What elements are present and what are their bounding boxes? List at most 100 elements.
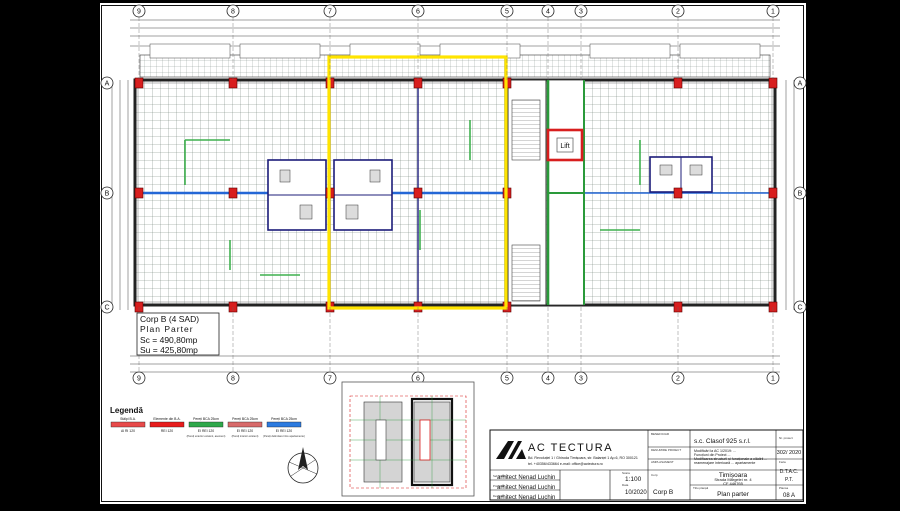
grid-bubble-right-C: C: [793, 300, 807, 314]
column-1: [134, 187, 144, 199]
role-name-0: arhitect Nenad Luchin: [497, 475, 555, 481]
location-street: Strada Mărgelei nr. 4: [714, 477, 752, 482]
beneficiar-label: BENEFICIAR: [651, 432, 670, 436]
project-line-2: Modificarea structurii și funcționale a …: [694, 457, 767, 461]
grid-bubble-top-6-label: 6: [416, 9, 420, 16]
legend-item-label: Pereți BCA 25cm: [232, 417, 258, 421]
legend-swatch: [149, 421, 185, 428]
firm-name: AC TECTURA: [528, 442, 613, 454]
grid-bubble-top-4: 4: [541, 4, 555, 18]
grid-bubble-bottom-6-label: 6: [416, 376, 420, 383]
grid-axis-right: A B C: [793, 76, 807, 314]
grid-bubble-bottom-2-label: 2: [676, 376, 680, 383]
sheet-frame: [101, 5, 804, 502]
corner-tab: [0, 476, 86, 506]
green-partitions: [184, 120, 641, 276]
grid-bubble-left-B-label: B: [105, 191, 110, 198]
corp-tb-value: Corp B: [653, 489, 673, 496]
project-line-0: Modificări la AC 1/2019: ...: [694, 449, 736, 453]
balcony-strip: [139, 43, 771, 78]
column-25: [768, 187, 778, 199]
grid-bubble-bottom-3: 3: [574, 371, 588, 385]
corp-subtitle: Plan Parter: [140, 324, 194, 334]
legend-item-note: (Pereți interior existent): [232, 434, 259, 438]
title-block: AC TECTURA Bd. Revoluției 1 / Ghiroda Ti…: [489, 429, 804, 501]
grid-bubble-top-3-label: 3: [579, 9, 583, 16]
project-line-1: Funcțiuni din Proiect ...: [694, 453, 731, 457]
legend-item-3: Pereți BCA 25cm EI REI 120(Pereți interio…: [227, 417, 263, 438]
grid-bubble-top-8: 8: [226, 4, 240, 18]
grid-bubble-top-7: 7: [323, 4, 337, 18]
date-value: 10/2020: [625, 490, 647, 496]
corp-title: Corp B (4 SAD): [140, 314, 199, 324]
grid-bubble-top-1-label: 1: [771, 9, 775, 16]
bathroom-blocks: [267, 156, 713, 231]
grid-bubble-top-7-label: 7: [328, 9, 332, 16]
grid-bubble-bottom-1: 1: [766, 371, 780, 385]
lift-label: Lift: [560, 143, 569, 150]
dimension-lines: [111, 19, 795, 373]
grid-bubble-bottom-9: 9: [132, 371, 146, 385]
scale-value: 1:100: [625, 476, 642, 483]
legend: Legendă Stâlpi B.A. Al RI 120 Elemente din…: [110, 406, 305, 438]
grid-bubble-bottom-2: 2: [671, 371, 685, 385]
legend-swatch: [227, 421, 263, 428]
grid-bubble-right-B-label: B: [798, 191, 803, 198]
grid-axis-left: A B C: [100, 76, 114, 314]
legend-item-code: EI REI 120: [237, 429, 254, 433]
grid-bubble-right-A: A: [793, 76, 807, 90]
phase-label: Faza: [779, 460, 786, 464]
legend-item-label: Pereți BCA 25cm: [271, 417, 297, 421]
grid-bubble-left-C-label: C: [104, 305, 109, 312]
legend-swatch: [188, 421, 224, 428]
grid-bubble-bottom-3-label: 3: [579, 376, 583, 383]
legend-item-label: Elemente din B.A.: [153, 417, 180, 421]
project-no-label: Nr. proiect: [779, 436, 793, 440]
grid-bubble-right-C-label: C: [797, 305, 802, 312]
grid-bubble-top-5-label: 5: [505, 9, 509, 16]
grid-bubble-top-1: 1: [766, 4, 780, 18]
sheet-value: 08 A: [783, 493, 795, 499]
project-no-value: 302/ 2020: [777, 450, 801, 456]
legend-item-note: (Pereți exterior existent, asemeni): [187, 434, 226, 438]
drawing-label: Titlu planșă: [693, 486, 709, 490]
grid-bubble-top-4-label: 4: [546, 9, 550, 16]
north-arrow-icon: [287, 447, 319, 484]
beneficiar-value: s.c. Clasof 925 s.r.l.: [694, 438, 751, 445]
legend-item-label: Stâlpi B.A.: [120, 417, 136, 421]
grid-bubble-top-9: 9: [132, 4, 146, 18]
location-label: AMPLASAMENT: [651, 460, 674, 464]
project-line-3: reamenajare interioară ... apartamente: [694, 461, 755, 465]
phase-value-2: P.T.: [785, 477, 793, 483]
corp-su: Su = 425,80mp: [140, 345, 198, 355]
firm-address: Bd. Revoluției 1 / Ghiroda Timișoara, st…: [528, 456, 638, 460]
legend-item-code: Al RI 120: [121, 429, 135, 433]
grid-bubble-left-A: A: [100, 76, 114, 90]
lift-shaft: Lift: [546, 128, 584, 162]
column-10: [413, 187, 423, 199]
location-cf: CF 446765: [723, 481, 744, 486]
corp-sc: Sc = 490,80mp: [140, 335, 198, 345]
grid-bubble-bottom-5-label: 5: [505, 376, 509, 383]
grid-bubble-bottom-9-label: 9: [137, 376, 141, 383]
date-label: Data: [622, 483, 629, 487]
role-name-1: arhitect Nenad Luchin: [497, 485, 555, 491]
corp-label-block: Corp B (4 SAD) Plan Parter Sc = 490,80mp…: [136, 312, 220, 356]
legend-item-note: (Pereți delimitare între apartamente): [263, 434, 305, 438]
legend-title: Legendă: [110, 406, 143, 415]
grid-bubble-left-C: C: [100, 300, 114, 314]
drawing-value: Plan parter: [717, 491, 750, 498]
grid-bubble-top-9-label: 9: [137, 9, 141, 16]
role-label-0: Sef proiect: [493, 474, 507, 478]
legend-item-1: Elemente din B.A.REI 120: [149, 417, 185, 433]
grid-bubble-bottom-7-label: 7: [328, 376, 332, 383]
grid-bubble-left-B: B: [100, 186, 114, 200]
legend-swatch: [110, 421, 146, 428]
grid-bubble-right-A-label: A: [798, 81, 803, 88]
